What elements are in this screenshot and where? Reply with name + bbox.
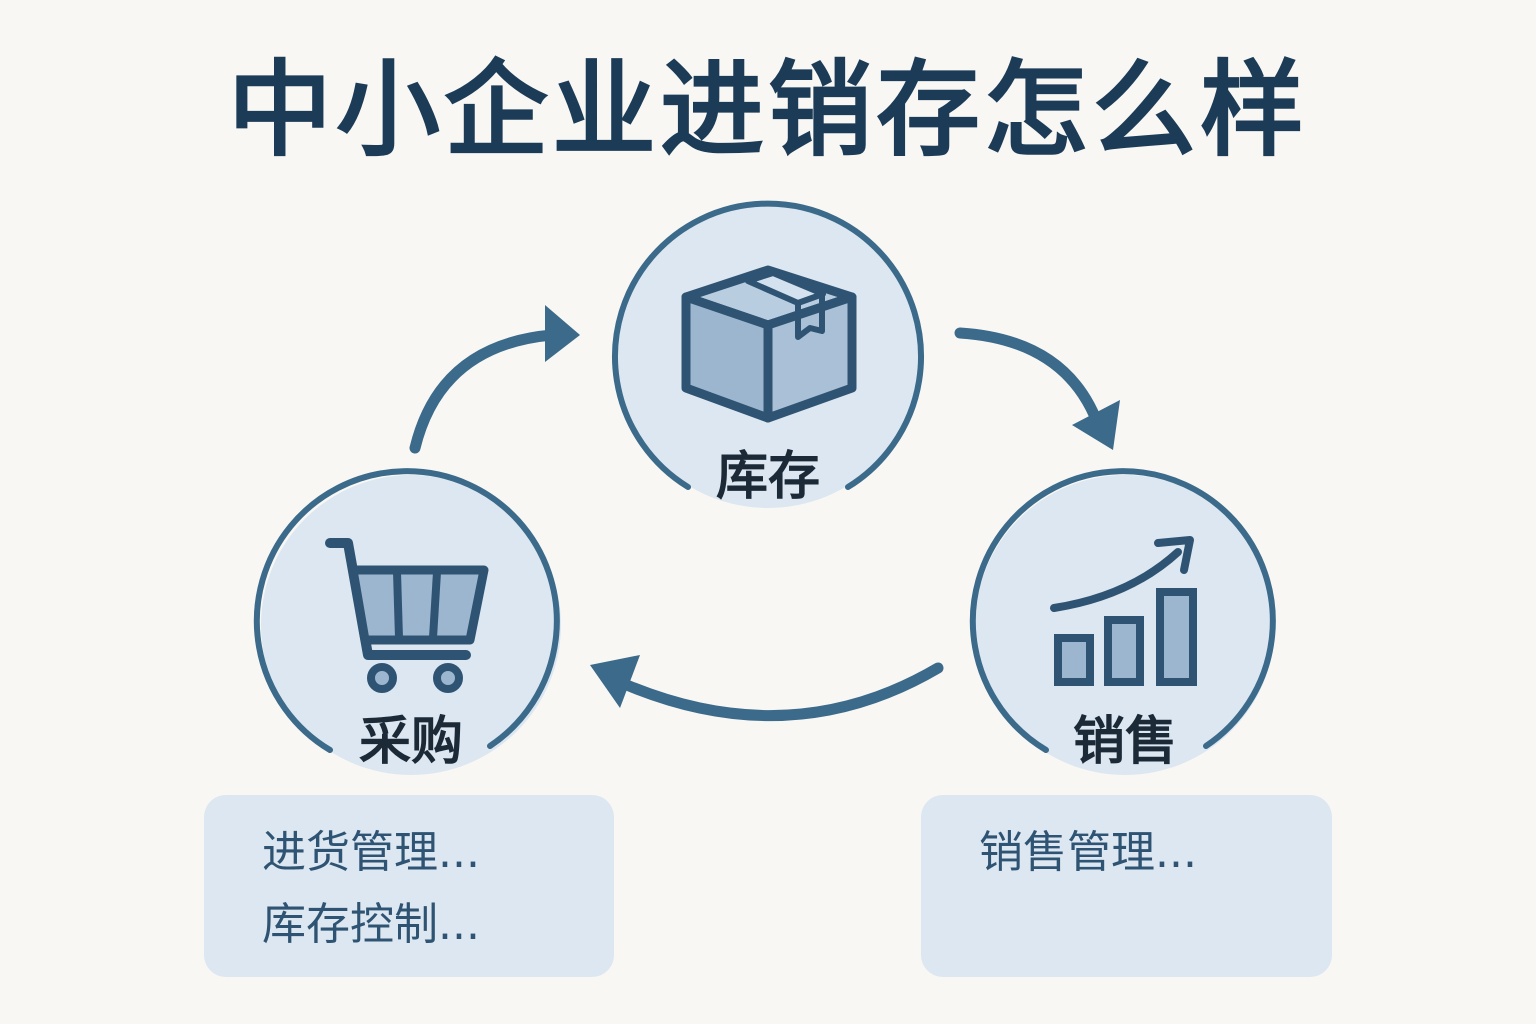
- arrow-purchase-to-inventory: [409, 305, 580, 454]
- arrow-inventory-to-sales: [954, 327, 1120, 450]
- chart-icon: [1050, 536, 1197, 686]
- node-inventory: [612, 200, 924, 508]
- cart-icon: [325, 538, 489, 693]
- purchase-info-box: 进货管理... 库存控制...: [204, 795, 614, 977]
- sales-info-box: 销售管理...: [921, 795, 1332, 977]
- node-sales: [969, 468, 1276, 775]
- purchase-info-line: 库存控制...: [262, 899, 480, 950]
- node-sales-label: 销售: [1072, 712, 1177, 772]
- page-title: 中小企业进销存怎么样: [227, 49, 1308, 171]
- sales-info-line: 销售管理...: [979, 827, 1197, 878]
- box-icon: [681, 265, 857, 423]
- node-purchase-label: 采购: [358, 712, 463, 772]
- node-purchase: [253, 468, 561, 775]
- node-inventory-label: 库存: [715, 447, 820, 507]
- purchase-info-line: 进货管理...: [262, 827, 480, 878]
- arrow-sales-to-purchase: [590, 655, 944, 722]
